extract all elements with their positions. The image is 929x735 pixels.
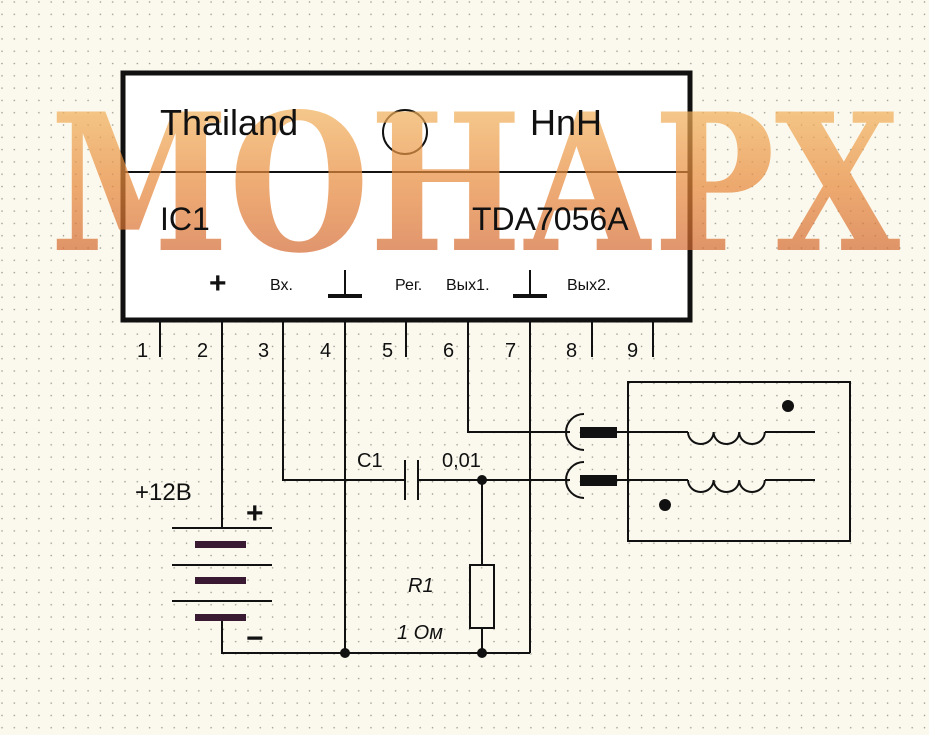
- pin-number: 8: [566, 340, 577, 362]
- ic-designator: IC1: [160, 201, 210, 237]
- pin-number: 1: [137, 340, 148, 362]
- pin-label-out2: Вых2.: [567, 277, 611, 294]
- pin-label-input: Вх.: [270, 277, 293, 294]
- pin-number: 7: [505, 340, 516, 362]
- battery-voltage-label: +12В: [135, 479, 192, 506]
- pin-number: 3: [258, 340, 269, 362]
- wires: [221, 357, 570, 654]
- capacitor-value: 0,01: [442, 450, 481, 472]
- pin-label-out1: Вых1.: [446, 277, 490, 294]
- pin-number: 9: [627, 340, 638, 362]
- resistor-icon: [469, 564, 495, 629]
- pin-label-plus: +: [209, 267, 227, 300]
- battery-minus-label: −: [246, 622, 264, 655]
- pin-number: 6: [443, 340, 454, 362]
- watermark-logo: МОНАРХ: [50, 72, 900, 295]
- ic-pins: [159, 320, 654, 357]
- pin-number: 4: [320, 340, 331, 362]
- ic-orientation-mark: [382, 109, 428, 155]
- resistor-value: 1 Ом: [397, 622, 443, 644]
- pin-number: 5: [382, 340, 393, 362]
- pin-label-reg: Рег.: [395, 277, 422, 294]
- ic-part-number: TDA7056A: [472, 201, 629, 237]
- headphone-jack-icon: [565, 413, 617, 499]
- pin-number: 2: [197, 340, 208, 362]
- ic-maker-label: HnH: [530, 102, 602, 143]
- capacitor-icon: [404, 460, 419, 500]
- junction-dots: [340, 475, 487, 658]
- ground-icon: [513, 270, 547, 298]
- battery-icon: [172, 527, 272, 621]
- ground-icon: [328, 270, 362, 298]
- battery-plus-label: +: [246, 497, 264, 530]
- headphones-icon: [617, 381, 851, 542]
- resistor-name: R1: [408, 575, 434, 597]
- ic-origin-label: Thailand: [160, 102, 298, 143]
- capacitor-name: C1: [357, 450, 383, 472]
